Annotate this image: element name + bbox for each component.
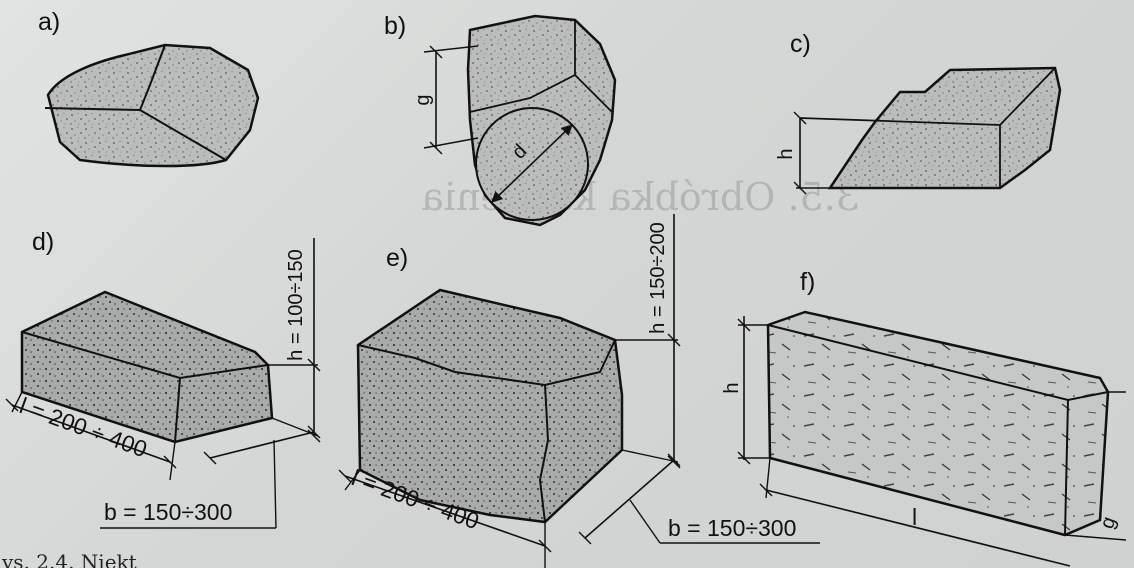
quarry-stone — [827, 66, 1062, 190]
d-b-leader — [273, 439, 277, 529]
panel-d: d) h = 100÷150 l = 200 ÷ 400 b = 15 — [5, 228, 321, 529]
c-h-tick-top — [793, 111, 807, 125]
split-stone — [20, 290, 274, 444]
panel-a-letter: a) — [38, 8, 60, 36]
f-l-label: l — [912, 504, 917, 530]
panel-c: c) h — [775, 30, 1062, 195]
c-h-tick-bottom — [793, 181, 807, 195]
d-b-tick-right — [307, 425, 321, 439]
g-tick-bottom — [429, 141, 443, 155]
d-h-label: h = 100÷150 — [285, 249, 307, 361]
e-h-label: h = 150÷200 — [647, 222, 669, 334]
figure-caption: ys. 2.4. Niekt — [2, 550, 137, 568]
panel-b: b) d g — [384, 12, 617, 227]
g-extension-top — [423, 45, 479, 53]
g-tick-top — [429, 45, 443, 59]
hewn-top-edge — [357, 339, 616, 387]
curb-front-edge — [1064, 399, 1069, 536]
e-l-dimension — [344, 475, 546, 547]
f-g-label: g — [1096, 514, 1120, 532]
d-b-dimension — [209, 431, 315, 459]
e-l-tick-right — [538, 539, 552, 553]
f-l-tick-left — [759, 483, 773, 497]
panel-c-letter: c) — [790, 30, 811, 58]
e-b-label: b = 150÷300 — [668, 515, 796, 541]
d-b-tick-left — [203, 451, 217, 465]
f-h-tick-top — [737, 318, 751, 332]
e-h-tick-top — [667, 333, 681, 347]
hewn-front-edge — [538, 384, 550, 523]
round-stone-edge — [469, 73, 613, 113]
curb-stone — [766, 310, 1110, 537]
e-l-extension-left — [344, 469, 361, 491]
d-l-extension-left — [11, 391, 23, 413]
d-l-tick-left — [5, 398, 19, 412]
panel-a: a) — [38, 8, 260, 168]
panel-f: f) h l g — [721, 268, 1127, 567]
e-h-extension-bottom — [621, 449, 679, 463]
panel-e-letter: e) — [386, 244, 408, 272]
e-b-leader — [629, 499, 661, 544]
rubble-stone — [46, 43, 260, 168]
panel-d-letter: d) — [32, 228, 54, 256]
e-h-tick-bottom — [667, 455, 681, 469]
panel-f-letter: f) — [800, 268, 815, 296]
g-extension-bottom — [423, 137, 479, 149]
f-g-extension — [1064, 534, 1127, 541]
d-dimension — [491, 124, 573, 203]
panel-b-letter: b) — [384, 12, 406, 40]
g-label: g — [412, 94, 434, 105]
d-b-label: b = 150÷300 — [104, 499, 232, 525]
e-b-tick-left — [578, 531, 592, 545]
rubble-edge-2 — [139, 109, 227, 161]
split-stone-front-edge — [174, 377, 181, 443]
e-b-tick-right — [667, 453, 681, 467]
panel-e: e) h = 150÷200 l = 200 ÷ 400 b = 15 — [338, 214, 820, 568]
e-b-dimension — [584, 459, 675, 539]
e-l-tick-left — [338, 469, 352, 483]
f-h-tick-bottom — [737, 451, 751, 465]
rubble-edge — [44, 44, 166, 112]
d-l-tick-right — [163, 455, 177, 469]
f-h-label: h — [721, 382, 743, 393]
d-h-tick-top — [307, 358, 321, 372]
d-h-tick-bottom — [307, 429, 321, 443]
d-l-extension-right — [169, 441, 176, 481]
f-l-dimension — [765, 489, 1071, 567]
d-l-dimension — [11, 404, 171, 463]
c-h-label: h — [775, 148, 797, 159]
